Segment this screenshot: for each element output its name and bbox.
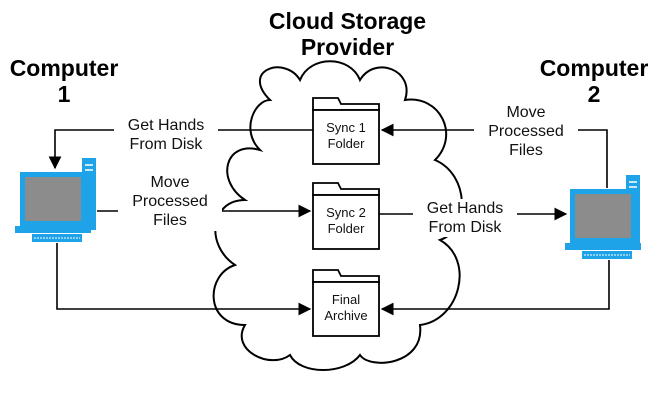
computer-1-icon	[15, 158, 96, 242]
folder-sync1-icon	[312, 97, 380, 165]
edge-computer2-to-archive	[380, 260, 610, 316]
folder-sync2-label: Sync 2 Folder	[326, 205, 366, 237]
computer-2-icon	[565, 175, 641, 259]
computer-1-title: Computer 1	[9, 55, 119, 108]
edge-label-c2-get: Get Hands From Disk	[413, 199, 517, 238]
cloud-title: Cloud Storage Provider	[268, 8, 427, 61]
folder-archive-label: Final Archive	[324, 292, 368, 324]
edge-label-c1-move: Move Processed Files	[118, 173, 222, 231]
edge-computer1-to-archive	[56, 243, 312, 316]
edge-label-c2-move: Move Processed Files	[474, 103, 578, 161]
folder-archive-icon	[312, 269, 380, 337]
computer-2-title: Computer 2	[539, 55, 649, 108]
folder-sync1-label: Sync 1 Folder	[326, 120, 366, 152]
edge-computer2-to-sync1	[380, 123, 608, 188]
edge-label-c1-get: Get Hands From Disk	[114, 116, 218, 155]
edge-sync1-to-computer1	[48, 129, 313, 170]
folder-sync2-icon	[312, 182, 380, 250]
